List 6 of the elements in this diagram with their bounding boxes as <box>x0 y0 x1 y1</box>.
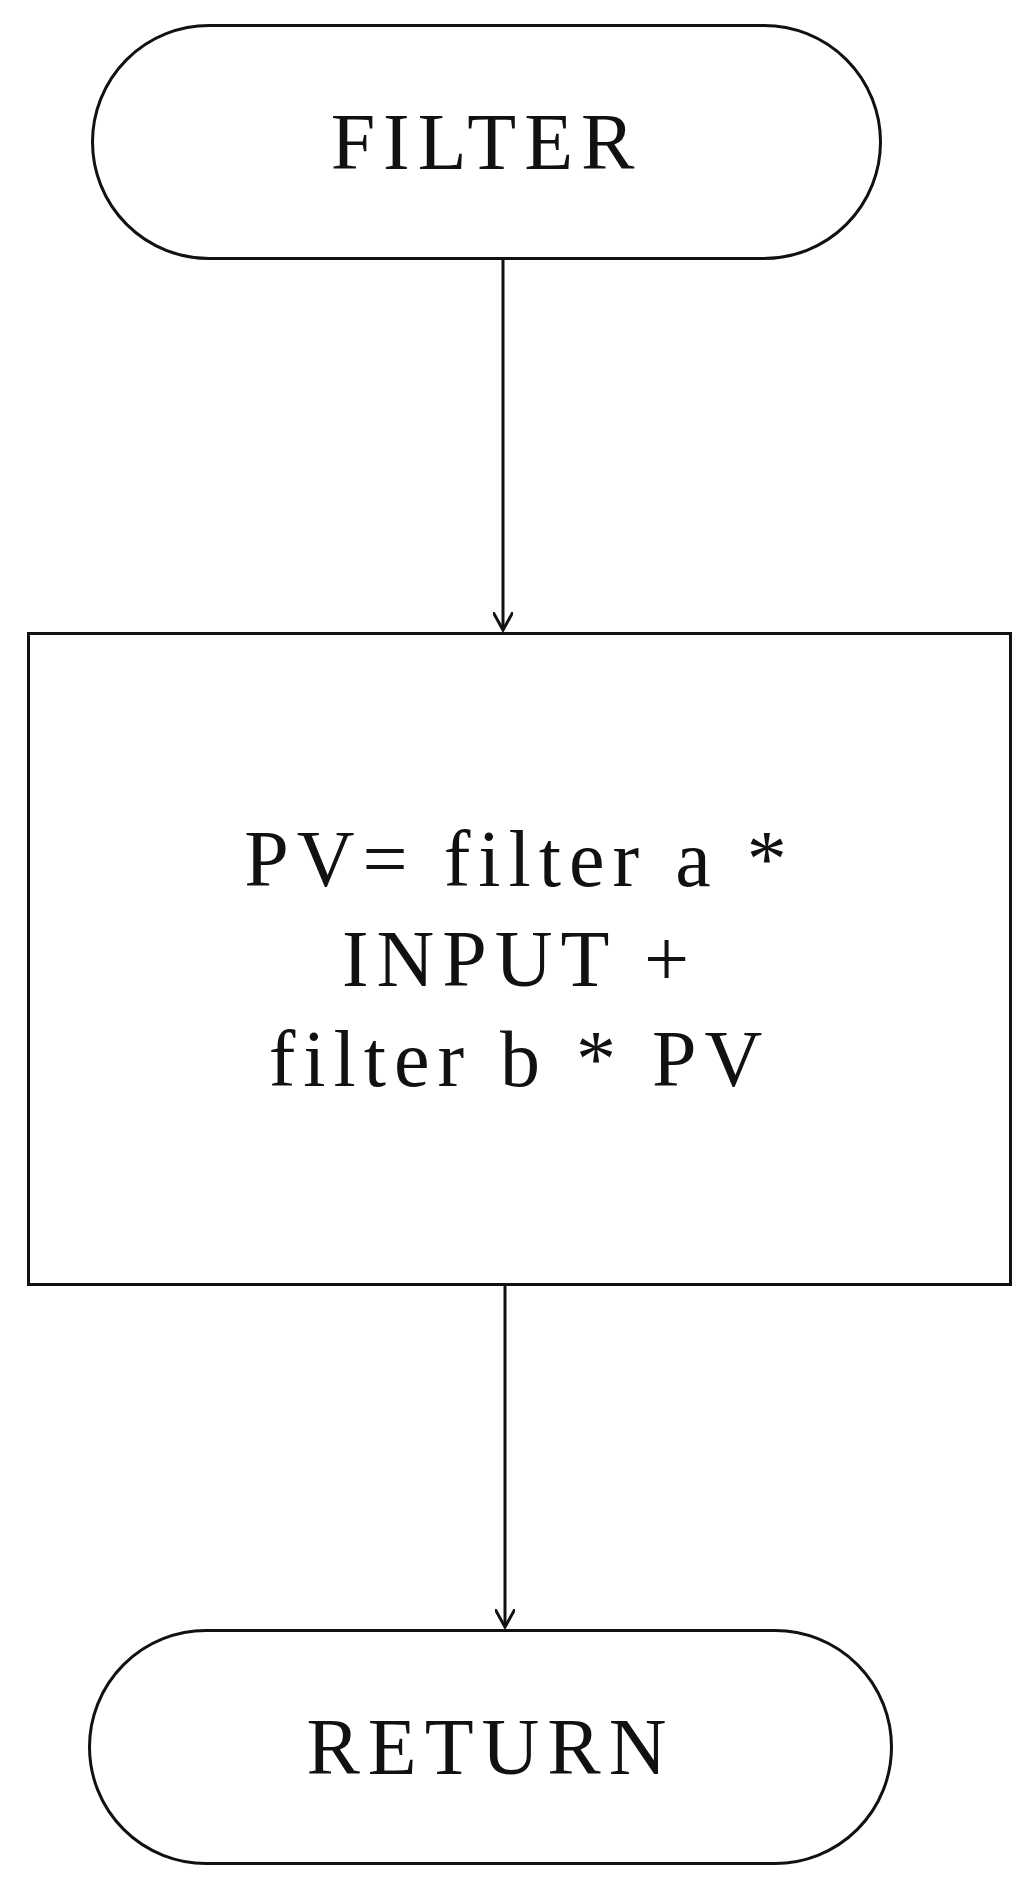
arrow <box>493 1286 517 1629</box>
process-box <box>27 632 1012 1286</box>
terminator-label: RETURN <box>306 1702 675 1793</box>
formula-text: PV= filter a * INPUT + filter b * PV <box>243 814 796 1105</box>
arrow <box>491 260 515 632</box>
terminator-label: FILTER <box>330 97 643 188</box>
